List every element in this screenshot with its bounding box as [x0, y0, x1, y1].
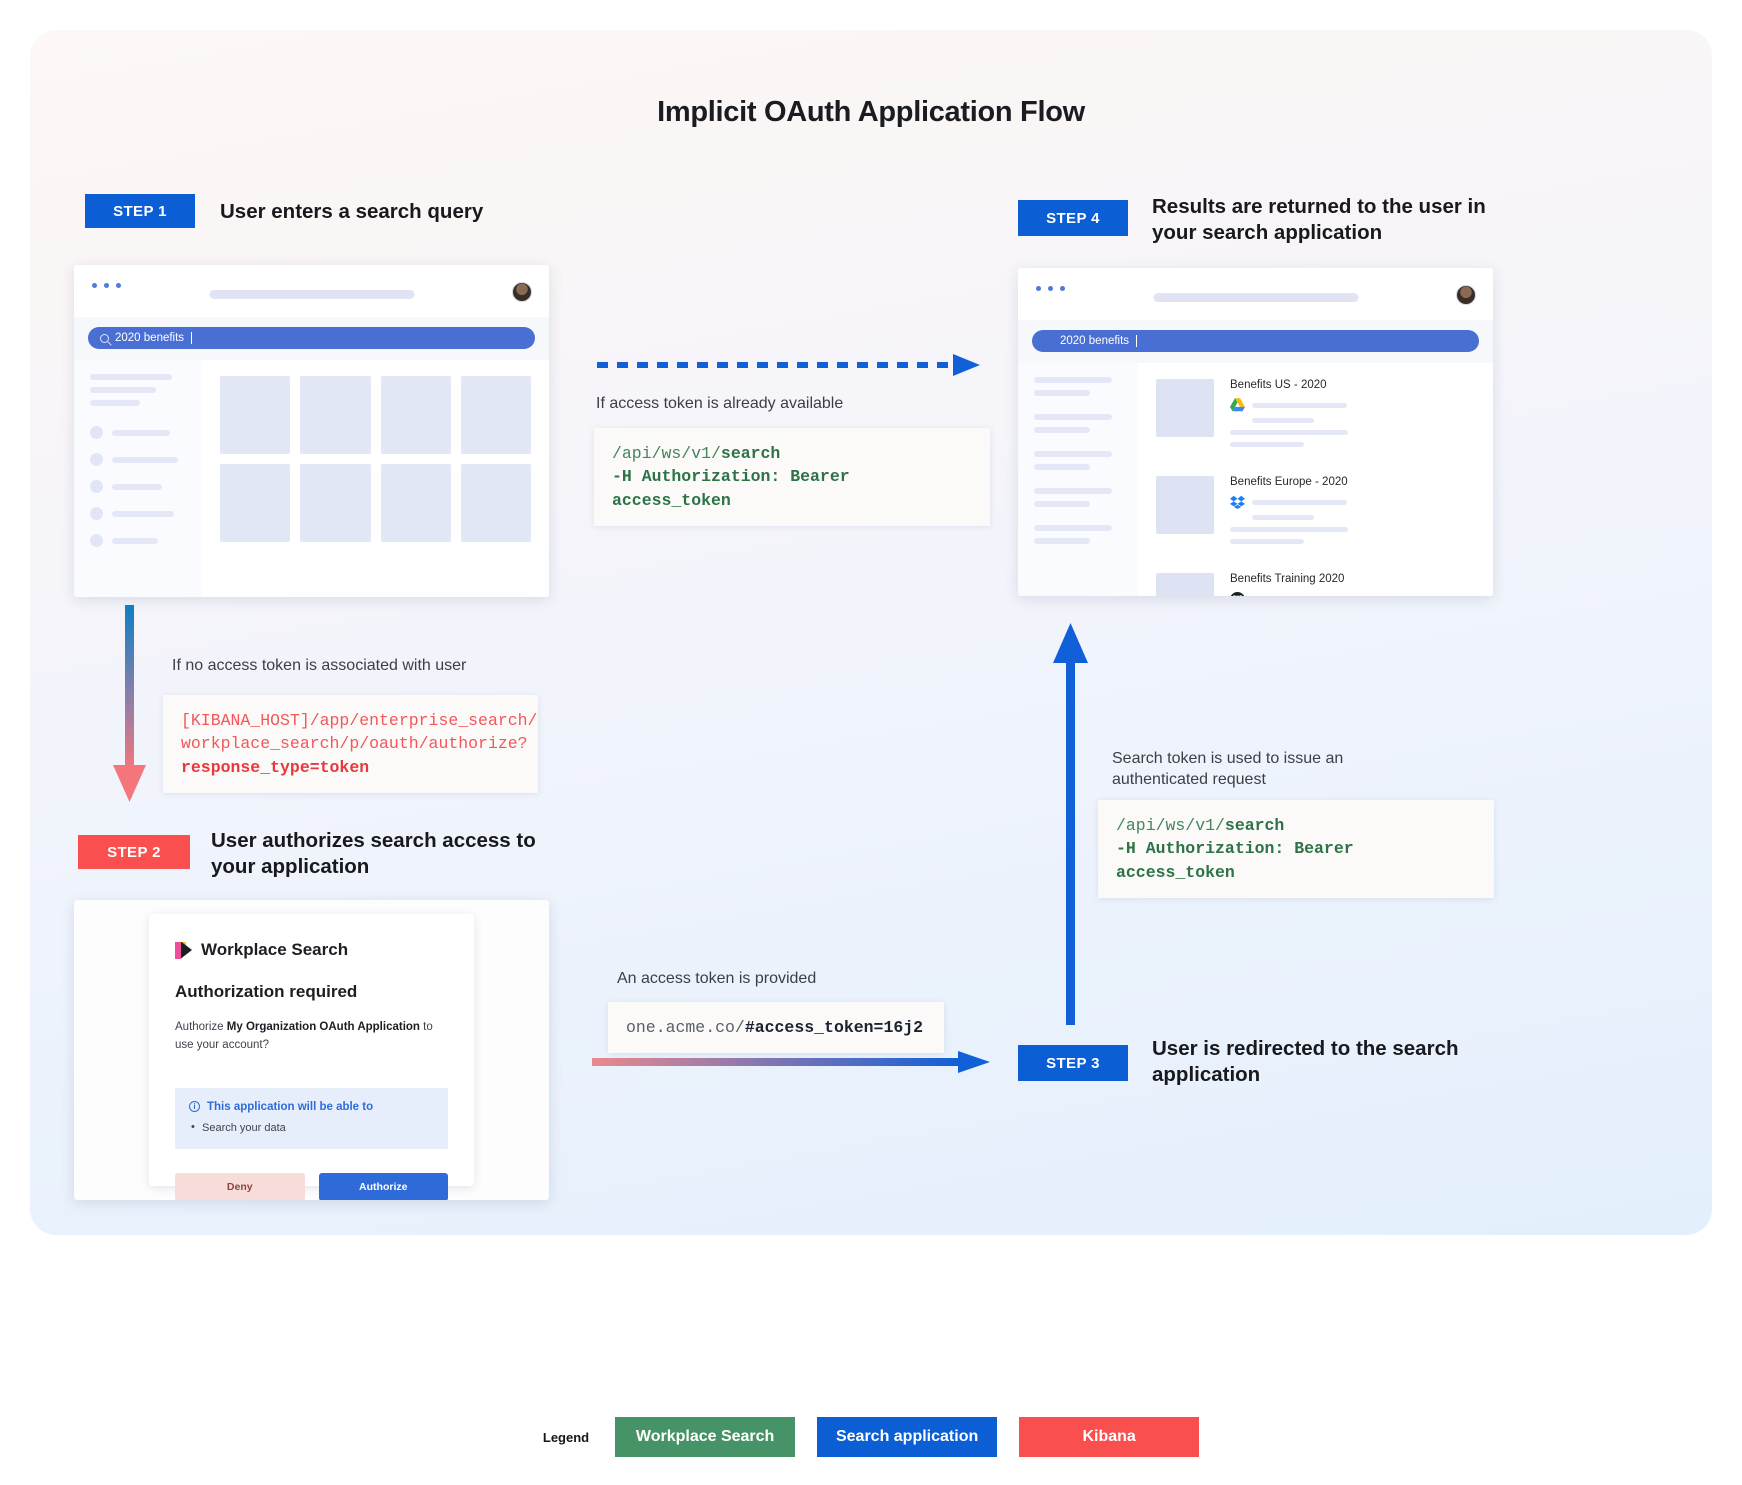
- step-4-chip: STEP 4: [1018, 200, 1128, 236]
- auth-app-name: My Organization OAuth Application: [226, 1021, 420, 1033]
- legend: Legend Workplace Search Search applicati…: [0, 1417, 1742, 1457]
- authenticated-request-arrow: [1053, 623, 1088, 1025]
- step-2-title: User authorizes search access to your ap…: [211, 829, 536, 879]
- facets-column: [1018, 363, 1138, 596]
- url-bar: [209, 290, 414, 299]
- auth-body-prefix: Authorize: [175, 1021, 227, 1033]
- search-query: 2020 benefits: [1060, 335, 1130, 347]
- code-line: [KIBANA_HOST]/app/enterprise_search/: [181, 711, 538, 730]
- facets-column: [74, 360, 202, 597]
- step-1-chip: STEP 1: [85, 194, 195, 228]
- step-3-title: User is redirected to the search applica…: [1152, 1037, 1459, 1087]
- legend-chip-search-application: Search application: [817, 1417, 998, 1457]
- token-provided-label: An access token is provided: [617, 970, 817, 987]
- search-input[interactable]: 2020 benefits: [88, 327, 535, 349]
- result-thumbnail: [1156, 573, 1214, 596]
- search-band: 2020 benefits: [74, 317, 549, 360]
- search-query: 2020 benefits: [115, 332, 185, 344]
- result-thumbnail: [1156, 476, 1214, 534]
- permissions-callout: i This application will be able to Searc…: [175, 1087, 448, 1149]
- no-token-code: [KIBANA_HOST]/app/enterprise_search/ wor…: [163, 695, 538, 794]
- auth-heading: Authorization required: [175, 982, 358, 1001]
- workplace-search-icon: [175, 941, 192, 959]
- deny-button[interactable]: Deny: [175, 1172, 305, 1200]
- dropbox-icon: [1230, 495, 1245, 509]
- result-title: Benefits Training 2020: [1230, 573, 1345, 585]
- authorize-button[interactable]: Authorize: [318, 1172, 448, 1200]
- google-drive-icon: [1230, 398, 1245, 412]
- browser-chrome: [74, 265, 549, 317]
- avatar: [512, 282, 532, 302]
- code-line: response_type=token: [181, 757, 370, 777]
- github-icon: [1230, 592, 1245, 596]
- result-tile[interactable]: [460, 376, 531, 454]
- brand-name: Workplace Search: [201, 940, 349, 959]
- result-tile[interactable]: [380, 464, 451, 542]
- legend-label: Legend: [542, 1429, 590, 1445]
- url-bar: [1153, 293, 1358, 302]
- step-1-title: User enters a search query: [220, 200, 484, 223]
- authorization-card: Workplace Search Authorization required …: [149, 914, 474, 1200]
- search-icon: [100, 333, 109, 343]
- authenticated-request-code: /api/ws/v1/search -H Authorization: Bear…: [1098, 800, 1494, 899]
- token-available-code: /api/ws/v1/search -H Authorization: Bear…: [594, 428, 990, 527]
- code-endpoint: search: [720, 444, 781, 463]
- code-header: -H Authorization: Bearer access_token: [612, 467, 850, 510]
- result-title: Benefits Europe - 2020: [1230, 476, 1348, 488]
- result-item[interactable]: Benefits Europe - 2020: [1156, 476, 1475, 551]
- result-tile[interactable]: [460, 464, 531, 542]
- step-3-chip: STEP 3: [1018, 1045, 1128, 1081]
- auth-body-suffix: to use your account?: [175, 1021, 433, 1051]
- result-tile[interactable]: [380, 376, 451, 454]
- legend-chip-workplace-search: Workplace Search: [615, 1417, 796, 1457]
- result-thumbnail: [1156, 379, 1214, 437]
- results-grid: [202, 360, 549, 597]
- result-tile[interactable]: [300, 464, 371, 542]
- page-title: Implicit OAuth Application Flow: [657, 96, 1085, 128]
- auth-body: Authorize My Organization OAuth Applicat…: [175, 1019, 448, 1055]
- redirect-arrow: [592, 1051, 990, 1073]
- results-list: Benefits US - 2020: [1138, 363, 1493, 596]
- avatar: [1456, 285, 1476, 305]
- no-token-label: If no access token is associated with us…: [172, 657, 467, 674]
- token-available-arrow: [597, 354, 980, 376]
- window-dots-icon: [1036, 286, 1065, 291]
- auth-panel: Workplace Search Authorization required …: [74, 900, 549, 1200]
- browser-chrome: [1018, 268, 1493, 320]
- permission-item: Search your data: [189, 1121, 434, 1134]
- code-endpoint: search: [1224, 816, 1285, 835]
- code-path: /api/ws/v1/: [1116, 816, 1225, 835]
- result-tile[interactable]: [220, 376, 291, 454]
- code-path: /api/ws/v1/: [612, 444, 721, 463]
- result-item[interactable]: Benefits Training 2020: [1156, 573, 1475, 596]
- step-2-chip: STEP 2: [78, 835, 190, 869]
- workplace-search-logo: Workplace Search: [175, 940, 448, 960]
- search-input[interactable]: 2020 benefits: [1032, 330, 1479, 352]
- search-browser-mock: 2020 benefits: [74, 265, 549, 597]
- callout-header: i This application will be able to: [189, 1101, 434, 1113]
- result-tile[interactable]: [220, 464, 291, 542]
- search-band: 2020 benefits: [1018, 320, 1493, 363]
- token-available-label: If access token is already available: [596, 395, 844, 412]
- code-header: -H Authorization: Bearer access_token: [1116, 839, 1354, 882]
- auth-actions: Deny Authorize: [175, 1172, 448, 1200]
- code-line: workplace_search/p/oauth/authorize?: [181, 734, 528, 754]
- no-token-arrow: [113, 605, 146, 802]
- info-icon: i: [189, 1101, 200, 1113]
- result-tile[interactable]: [300, 376, 371, 454]
- code-fragment: #access_token=16j2...: [744, 1018, 926, 1037]
- window-dots-icon: [92, 283, 121, 288]
- page-body: Benefits US - 2020: [1018, 363, 1493, 596]
- result-item[interactable]: Benefits US - 2020: [1156, 379, 1475, 454]
- callout-title: This application will be able to: [207, 1100, 374, 1113]
- step-4-title: Results are returned to the user in your…: [1152, 195, 1486, 245]
- page-body: [74, 360, 549, 597]
- authenticated-request-label: Search token is used to issue an authent…: [1112, 750, 1344, 789]
- results-browser-mock: 2020 benefits Benefits US - 2020: [1018, 268, 1493, 596]
- result-title: Benefits US - 2020: [1230, 379, 1327, 391]
- token-provided-code: one.acme.co/#access_token=16j2...: [608, 1002, 944, 1054]
- code-host: one.acme.co/: [626, 1018, 745, 1037]
- legend-chip-kibana: Kibana: [1019, 1417, 1200, 1457]
